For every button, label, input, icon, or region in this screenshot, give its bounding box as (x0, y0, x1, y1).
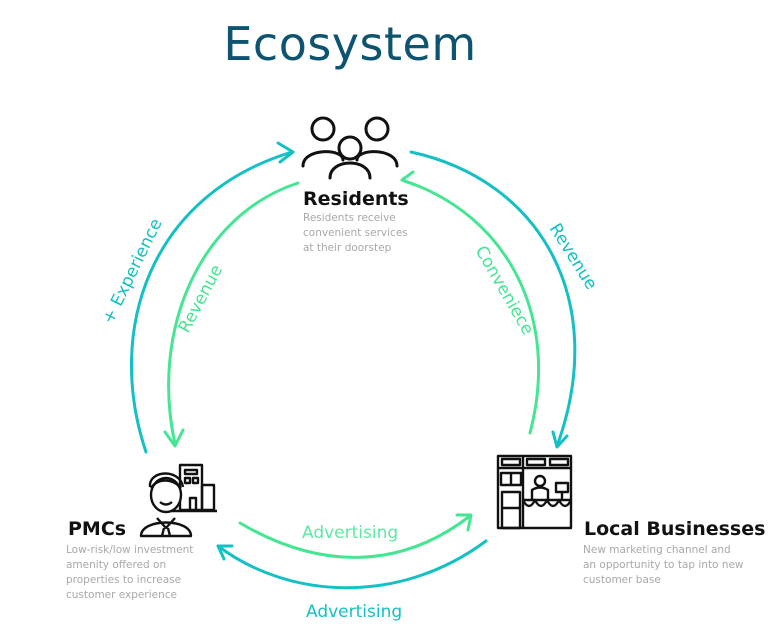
flow-arrow-pmcs-to-business (238, 514, 472, 559)
flow-arrow-business-to-residents (400, 178, 541, 435)
node-desc-residents: Residents receive convenient services at… (303, 211, 408, 256)
node-desc-pmcs: Low-risk/low investment amenity offered … (66, 543, 193, 603)
desc-line: Low-risk/low investment (66, 544, 194, 556)
desc-line: New marketing channel and (583, 544, 731, 556)
desc-line: at their doorstep (303, 242, 392, 254)
label-advertising-green: Advertising (302, 523, 398, 543)
label-convenience: Conveniece (471, 243, 538, 339)
arrowhead-residents-to-pmcs (163, 428, 185, 448)
desc-line: amenity offered on (66, 559, 167, 571)
desc-line: Residents receive (303, 212, 396, 224)
arrowhead-pmcs-to-business (455, 513, 473, 532)
people-group-icon (301, 116, 399, 180)
storefront-icon (496, 454, 573, 530)
node-title-pmcs: PMCs (68, 518, 127, 540)
label-advertising-teal: Advertising (306, 602, 402, 622)
flow-arrow-pmcs-to-residents (129, 150, 294, 454)
node-desc-local-businesses: New marketing channel and an opportunity… (583, 543, 744, 588)
flow-arrow-residents-to-business (409, 150, 577, 448)
page-title: Ecosystem (0, 17, 768, 71)
arrowhead-business-to-residents (400, 170, 417, 187)
flow-arrow-business-to-pmcs (216, 539, 488, 590)
flow-arrow-residents-to-pmcs (167, 181, 300, 446)
manager-with-building-icon (139, 463, 217, 538)
label-experience: + Experience (99, 216, 167, 328)
arrowhead-residents-to-business (551, 430, 569, 449)
desc-line: convenient services (303, 227, 408, 239)
desc-line: properties to increase (66, 574, 182, 586)
page-title-text: Ecosystem (223, 17, 477, 71)
desc-line: customer base (583, 574, 661, 586)
desc-line: an opportunity to tap into new (583, 559, 744, 571)
arrowhead-business-to-pmcs (216, 544, 234, 561)
arrowhead-pmcs-to-residents (276, 141, 295, 164)
node-title-residents: Residents (303, 188, 409, 210)
desc-line: customer experience (66, 589, 177, 601)
node-title-local-businesses: Local Businesses (584, 518, 766, 540)
